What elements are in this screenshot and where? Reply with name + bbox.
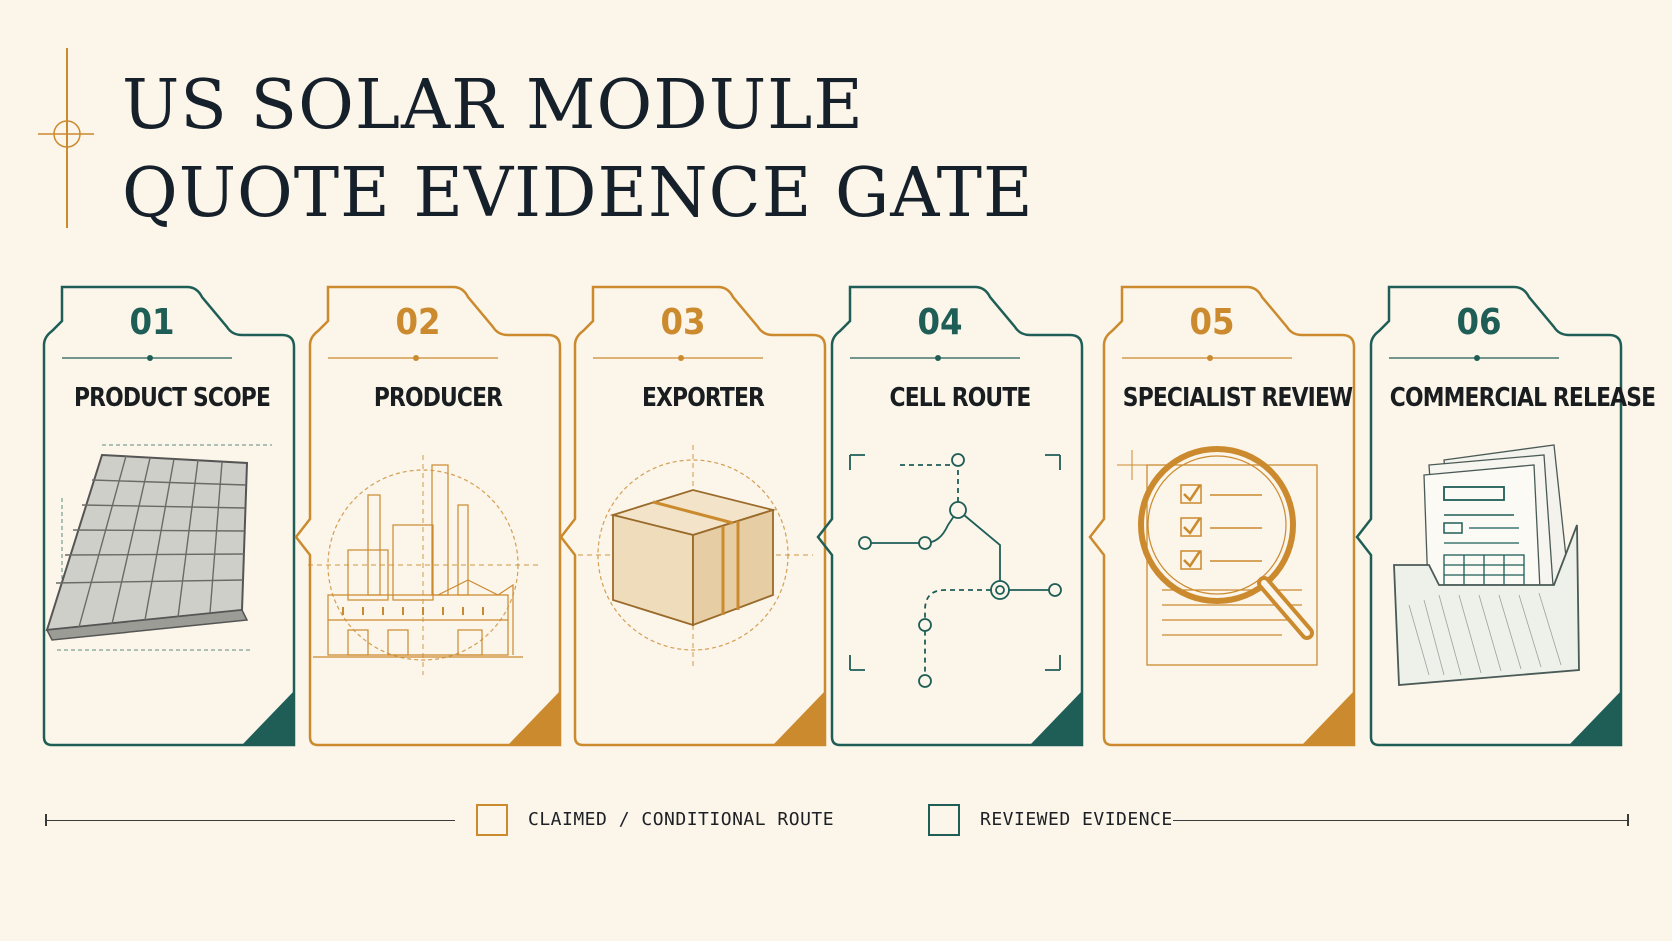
step-label: SPECIALIST REVIEW — [1122, 383, 1353, 413]
card-frame — [559, 285, 827, 747]
step-card-5: 05 SPECIALIST REVIEW — [1088, 285, 1362, 747]
factory-icon — [308, 455, 538, 675]
step-number: 02 — [395, 302, 441, 343]
card-frame — [816, 285, 1084, 747]
step-number: 04 — [917, 302, 963, 343]
step-card-1: 01 PRODUCT SCOPE — [42, 285, 302, 747]
document-folder-icon — [1393, 444, 1580, 686]
step-card-2: 02 PRODUCER — [294, 285, 568, 747]
card-frame — [1088, 285, 1356, 747]
step-label: PRODUCER — [373, 383, 503, 413]
magnifier-checklist-icon — [1117, 446, 1318, 666]
step-number: 05 — [1189, 302, 1235, 343]
page-title: US SOLAR MODULE QUOTE EVIDENCE GATE — [122, 62, 1034, 238]
step-label: PRODUCT SCOPE — [73, 383, 271, 413]
route-map-icon — [849, 453, 1062, 688]
card-frame — [294, 285, 562, 747]
legend-label-claimed: CLAIMED / CONDITIONAL ROUTE — [528, 809, 835, 830]
step-card-6: 06 COMMERCIAL RELEASE — [1355, 285, 1656, 747]
step-label: EXPORTER — [641, 383, 765, 413]
card-frame — [42, 285, 296, 747]
legend-divider — [45, 820, 455, 821]
step-number: 01 — [129, 302, 175, 343]
legend-line-end — [1627, 814, 1629, 826]
legend-divider — [1173, 820, 1628, 821]
step-card-3: 03 EXPORTER — [559, 285, 833, 747]
step-label: CELL ROUTE — [889, 383, 1032, 413]
crosshair-icon — [38, 48, 94, 228]
solar-panel-icon — [45, 444, 272, 651]
step-number: 03 — [660, 302, 706, 343]
legend-label-reviewed: REVIEWED EVIDENCE — [980, 809, 1173, 830]
step-card-4: 04 CELL ROUTE — [816, 285, 1090, 747]
card-frame — [1355, 285, 1623, 747]
page-title-line-1: US SOLAR MODULE — [122, 66, 864, 145]
legend-swatch-reviewed — [928, 804, 960, 836]
page-title-line-2: QUOTE EVIDENCE GATE — [122, 154, 1034, 233]
step-number: 06 — [1456, 302, 1502, 343]
shipping-box-icon — [578, 445, 813, 670]
step-label: COMMERCIAL RELEASE — [1389, 383, 1656, 413]
legend-swatch-claimed — [476, 804, 508, 836]
